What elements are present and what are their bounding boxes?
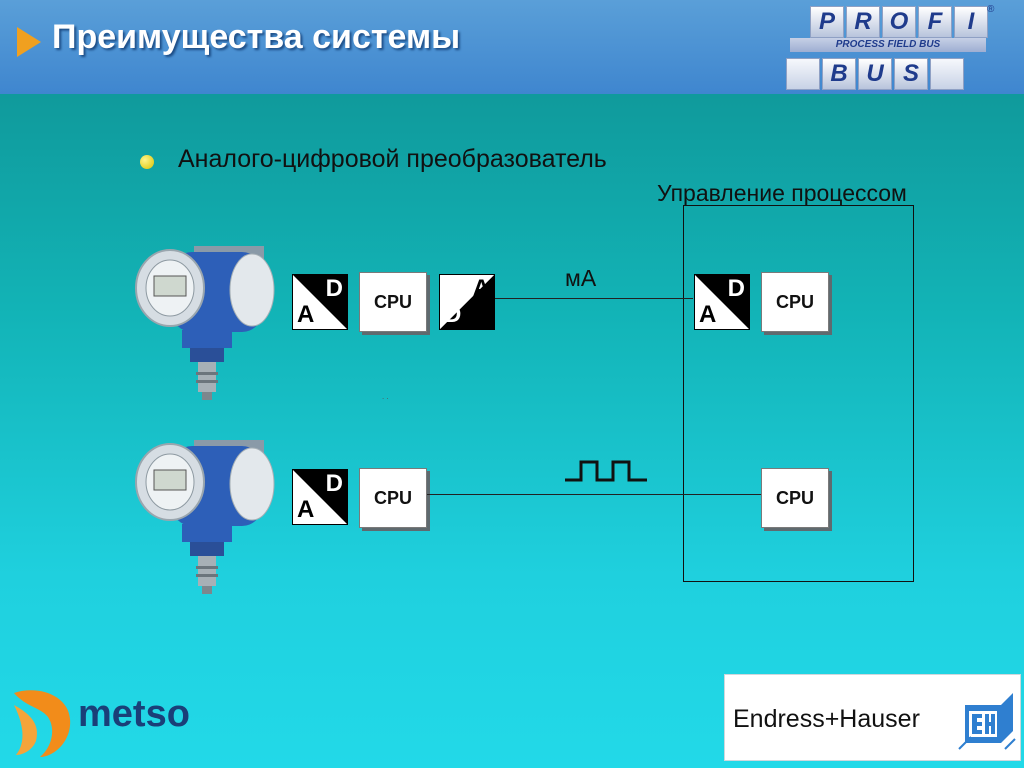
cpu-host-2: CPU: [761, 468, 829, 528]
pressure-transmitter-2: [132, 432, 282, 597]
ad-converter-host-1: D A: [694, 274, 750, 330]
metso-swirl-icon: [14, 690, 71, 757]
profibus-letter-f: F: [918, 6, 952, 38]
converter-top-letter: D: [727, 275, 745, 302]
process-control-label: Управление процессом: [657, 180, 907, 206]
profibus-letter-i: I: [954, 6, 988, 38]
signal-ma-label: мА: [565, 265, 597, 291]
converter-bottom-letter: A: [297, 301, 315, 328]
converter-top-letter: D: [325, 470, 343, 497]
profibus-letter-u: U: [858, 58, 892, 90]
converter-bottom-letter: A: [297, 496, 315, 523]
small-dots: . .: [382, 392, 389, 401]
da-converter-field-1: A D: [439, 274, 495, 330]
converter-top-letter: A: [472, 275, 490, 302]
converter-top-letter: D: [325, 275, 343, 302]
endress-hauser-emblem-icon: [958, 693, 1016, 750]
digital-signal-wire: [427, 494, 761, 495]
title-arrow-icon: [17, 27, 41, 57]
converter-bottom-letter: A: [699, 301, 717, 328]
cpu-field-2: CPU: [359, 468, 427, 528]
profibus-empty-tile: [930, 58, 964, 90]
cpu-field-1: CPU: [359, 272, 427, 332]
pressure-transmitter-1: [132, 238, 282, 403]
profibus-empty-tile: [786, 58, 820, 90]
profibus-letter-p: P: [810, 6, 844, 38]
ad-converter-field-1: D A: [292, 274, 348, 330]
profibus-letter-o: O: [882, 6, 916, 38]
registered-mark: ®: [987, 4, 995, 15]
profibus-letter-r: R: [846, 6, 880, 38]
profibus-logo: P R O F I ® PROCESS FIELD BUS B U S: [780, 0, 1020, 92]
bullet-text: Аналого-цифровой преобразователь: [178, 145, 607, 173]
converter-bottom-letter: D: [444, 301, 462, 328]
cpu-host-1: CPU: [761, 272, 829, 332]
bullet-icon: [140, 155, 154, 169]
header-bar: Преимущества системы P R O F I ® PROCESS…: [0, 0, 1024, 94]
profibus-letter-s: S: [894, 58, 928, 90]
profibus-letter-b: B: [822, 58, 856, 90]
profibus-band-text: PROCESS FIELD BUS: [790, 38, 986, 52]
ad-converter-field-2: D A: [292, 469, 348, 525]
analog-signal-wire: [493, 298, 693, 299]
slide-title: Преимущества системы: [52, 18, 461, 56]
endress-hauser-logo: Endress+Hauser: [724, 674, 1021, 761]
pressure-transmitter-icon: [135, 246, 275, 400]
metso-logo: metso: [10, 685, 210, 760]
metso-wordmark: metso: [78, 693, 190, 735]
pressure-transmitter-icon: [135, 440, 275, 594]
process-control-box: [683, 205, 914, 582]
digital-pulse-icon: [565, 460, 647, 482]
endress-hauser-wordmark: Endress+Hauser: [733, 705, 920, 733]
